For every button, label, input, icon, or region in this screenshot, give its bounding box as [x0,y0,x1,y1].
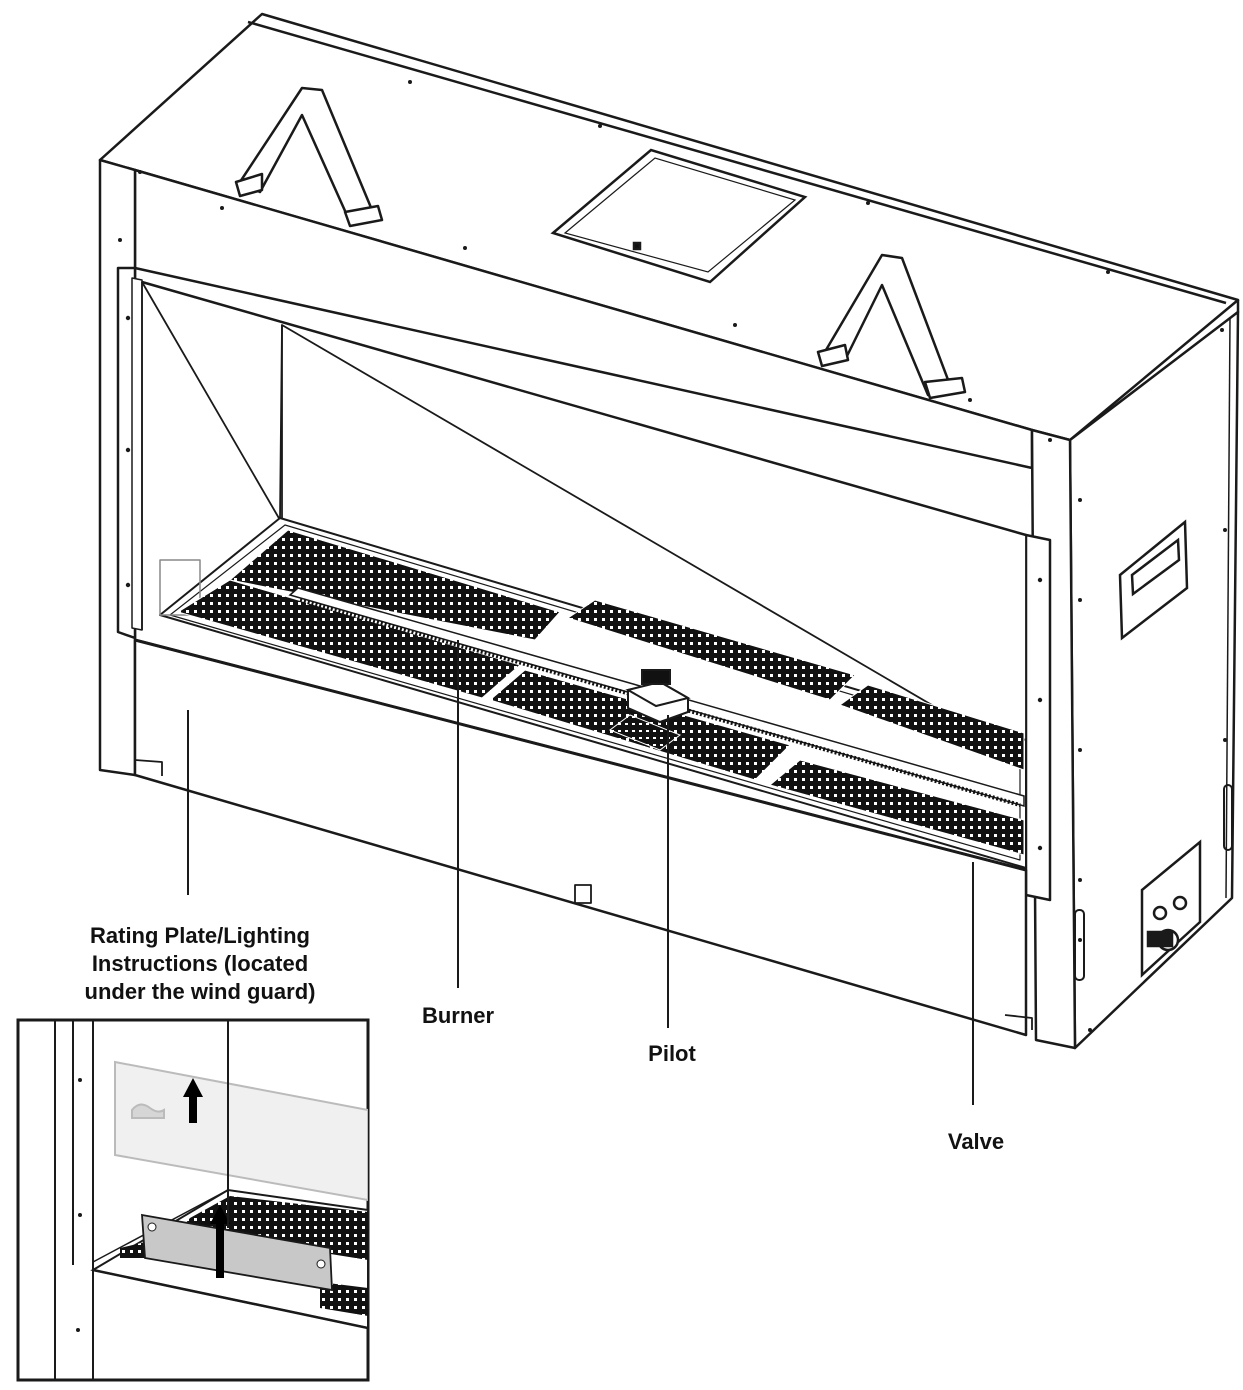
top-bracket-left [234,86,384,228]
inset-rating-plate [114,1060,368,1202]
rating-plate-label-line-1: Rating Plate/Lighting [90,923,310,948]
top-bracket-right [816,253,967,400]
arrow-up-icon [183,1078,203,1123]
rating-plate-label-line-2: Instructions (located [91,951,309,976]
grate-rear-left [228,529,561,641]
inset-detail [16,1018,370,1382]
arrow-up-icon [210,1205,230,1278]
rating-plate-label-line-3: under the wind guard) [84,979,316,1004]
inset-frame [16,1018,370,1382]
pilot-assembly [625,669,691,724]
top-access-hatch [550,148,808,284]
side-slots [1074,784,1233,981]
grate-rear-right [838,684,1025,771]
grate-front-right [768,759,1025,856]
fastener-dots [118,80,1227,1032]
gas-connection-plate [1140,839,1202,978]
rating-plate-label: Rating Plate/Lighting Instructions (loca… [40,922,360,1006]
right-frame-strip [1024,533,1052,902]
top-panel-lip [247,20,1227,305]
side-handle [1118,519,1189,641]
burner-label: Burner [421,1003,495,1028]
grate-rear-center [566,599,856,701]
valve-label: Valve [947,1129,1005,1154]
leader-lines [187,640,974,1228]
burner-grates [176,529,1025,856]
grate-front-left [176,579,522,699]
left-frame-strip [116,266,137,640]
pilot-label: Pilot [648,1041,696,1066]
wind-guard [141,1213,333,1292]
